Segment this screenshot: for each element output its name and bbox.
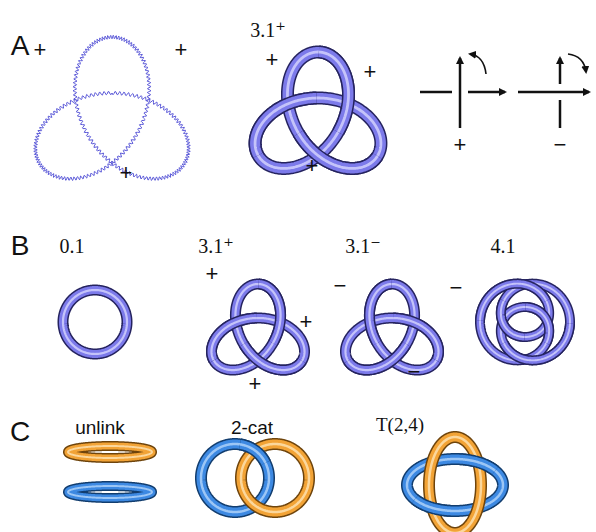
crossing-sign-symbol: [420, 54, 589, 128]
tube-stroke: [348, 344, 406, 370]
tube-stroke: [68, 486, 152, 498]
tube-stroke: [501, 301, 525, 337]
crossing-sign: −: [334, 275, 347, 297]
tube-stroke: [211, 284, 304, 370]
tube-stroke: [63, 290, 127, 354]
tube-stroke: [501, 301, 525, 337]
crossing-sign: +: [306, 155, 319, 177]
tube-stroke: [259, 284, 281, 343]
knot-name: 3.1⁺: [250, 20, 286, 40]
tube-stroke: [68, 486, 152, 498]
tube-stroke: [480, 284, 570, 361]
tube-stroke: [68, 446, 152, 458]
tube-stroke: [407, 459, 503, 511]
crossing-sign: +: [34, 39, 47, 61]
tube-stroke: [211, 284, 304, 370]
tube-stroke: [211, 284, 304, 370]
tube-stroke: [415, 499, 455, 511]
tube-stroke: [407, 459, 503, 511]
tube-stroke: [319, 52, 349, 132]
crossing-sign: +: [266, 49, 279, 71]
tube-stroke: [393, 318, 438, 360]
tube-stroke: [255, 98, 316, 155]
tube-stroke: [480, 284, 570, 361]
panel-letter: A: [11, 32, 30, 60]
tube-stroke: [525, 307, 549, 343]
tube-stroke: [68, 446, 152, 458]
tube-stroke: [525, 307, 549, 343]
tube-stroke: [345, 284, 438, 370]
wavy-knot-line: [34, 35, 191, 180]
tube-stroke: [393, 318, 438, 360]
link-name: 2-cat: [231, 418, 273, 437]
tube-stroke: [480, 284, 570, 361]
tube-stroke: [369, 284, 391, 343]
tube-stroke: [240, 444, 265, 463]
tube-stroke: [63, 290, 127, 354]
tube-stroke: [244, 344, 302, 370]
tube-stroke: [455, 459, 495, 471]
tube-stroke: [255, 98, 316, 155]
crossing-sign: +: [120, 162, 133, 184]
tube-stroke: [348, 344, 406, 370]
tube-stroke: [525, 307, 549, 343]
crossing-sign: +: [300, 311, 313, 333]
crossing-sign: −: [408, 361, 421, 383]
tube-stroke: [319, 52, 349, 132]
crossing-sign: +: [175, 39, 188, 61]
tube-stroke: [407, 459, 503, 511]
tube-stroke: [415, 499, 455, 511]
tube-stroke: [255, 98, 316, 155]
crossing-sign: +: [249, 373, 262, 395]
knot-name: 4.1: [491, 236, 516, 256]
tube-stroke: [348, 344, 406, 370]
tube-stroke: [480, 284, 546, 321]
link-name: unlink: [75, 418, 125, 437]
tube-stroke: [480, 284, 546, 321]
tube-stroke: [211, 318, 256, 360]
tube-stroke: [244, 344, 302, 370]
tube-stroke: [240, 444, 265, 463]
tube-stroke: [319, 52, 349, 132]
tube-stroke: [393, 318, 438, 360]
tube-stroke: [369, 284, 391, 343]
tube-stroke: [455, 459, 495, 471]
link-name: T(2,4): [376, 415, 424, 434]
knot-name: 3.1⁺: [198, 236, 234, 256]
panel-letter: B: [11, 232, 30, 260]
crossing-sign: −: [554, 134, 567, 156]
tube-stroke: [480, 284, 546, 321]
tube-stroke: [63, 290, 127, 354]
tube-stroke: [429, 437, 481, 532]
knot-name: 0.1: [60, 236, 85, 256]
tube-stroke: [429, 437, 481, 532]
tube-stroke: [240, 444, 265, 463]
tube-stroke: [345, 284, 438, 370]
tube-stroke: [415, 499, 455, 511]
tube-stroke: [455, 459, 495, 471]
tube-stroke: [211, 318, 256, 360]
crossing-sign: −: [450, 277, 463, 299]
panel-letter: C: [10, 418, 30, 446]
tube-stroke: [345, 284, 438, 370]
tube-stroke: [68, 486, 152, 498]
tube-stroke: [259, 284, 281, 343]
knot-tubes: [34, 35, 570, 532]
knot-name: 3.1⁻: [345, 236, 381, 256]
crossing-sign: +: [364, 61, 377, 83]
tube-stroke: [501, 301, 525, 337]
tube-stroke: [244, 344, 302, 370]
tube-stroke: [68, 446, 152, 458]
tube-stroke: [369, 284, 391, 343]
tube-stroke: [429, 437, 481, 532]
tube-stroke: [259, 284, 281, 343]
crossing-sign: +: [206, 263, 219, 285]
crossing-sign: +: [454, 134, 467, 156]
tube-stroke: [211, 318, 256, 360]
